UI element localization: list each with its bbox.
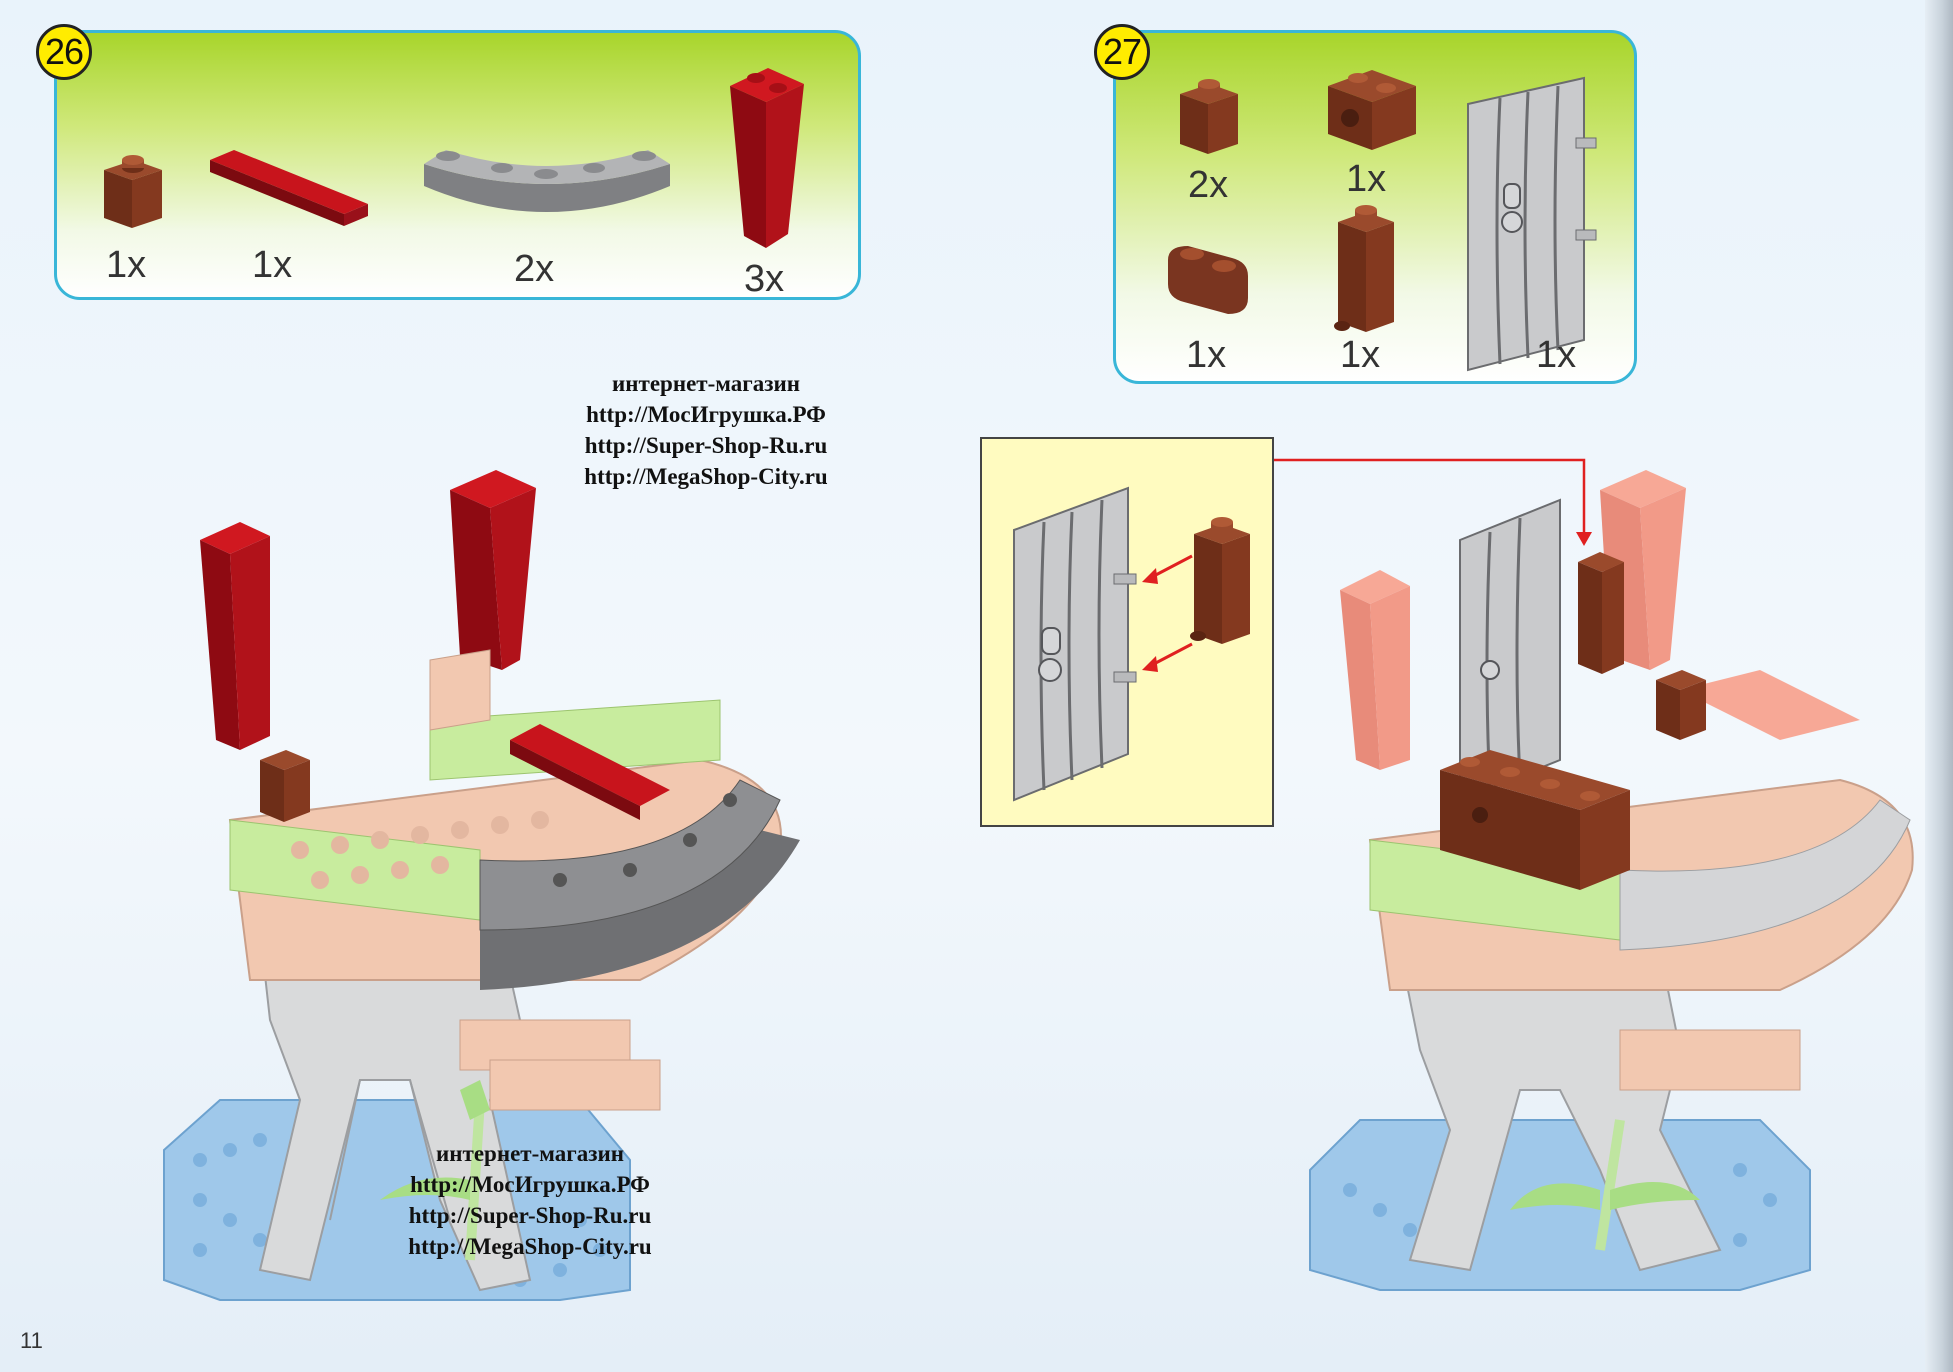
step-26-model-illustration — [163, 470, 800, 1301]
step-27-qty-2: 1x — [1346, 158, 1387, 200]
inset-hinge-brick-icon — [1190, 517, 1250, 644]
step-27-qty-1: 2x — [1188, 164, 1229, 206]
step-26-qty-4: 3x — [744, 258, 785, 300]
watermark-top: интернет-магазин http://МосИгрушка.РФ ht… — [584, 371, 828, 489]
step-26-number-badge: 26 — [36, 24, 92, 80]
step-26-qty-2: 1x — [252, 244, 293, 286]
step-26-qty-3: 2x — [514, 248, 555, 290]
step-26-qty-1: 1x — [106, 244, 147, 286]
gray-curved-plate-icon — [424, 150, 670, 212]
red-1x4-plate-icon — [210, 150, 368, 226]
brown-1x1-brick-icon — [104, 155, 162, 228]
book-spine — [1925, 0, 1953, 1372]
red-slope-pillar-icon — [730, 68, 804, 248]
watermark-bottom: интернет-магазин http://МосИгрушка.РФ ht… — [408, 1141, 652, 1259]
inset-door-icon — [1013, 486, 1137, 802]
step-27-model-illustration — [1309, 470, 1914, 1291]
brown-1x1-brick-icon — [1180, 79, 1238, 154]
step-27-number-badge: 27 — [1094, 24, 1150, 80]
brown-hinge-brick-icon — [1334, 205, 1394, 332]
gray-door-icon — [1467, 76, 1597, 372]
inset-arrows — [1142, 554, 1193, 672]
brown-rounded-brick-icon — [1168, 246, 1248, 314]
step-27-qty-5: 1x — [1536, 334, 1577, 376]
brown-technic-brick-icon — [1328, 70, 1416, 150]
step-27-qty-4: 1x — [1340, 334, 1381, 376]
callout-arrow — [1274, 458, 1592, 546]
step-27-qty-3: 1x — [1186, 334, 1227, 376]
page-number: 11 — [20, 1328, 43, 1353]
